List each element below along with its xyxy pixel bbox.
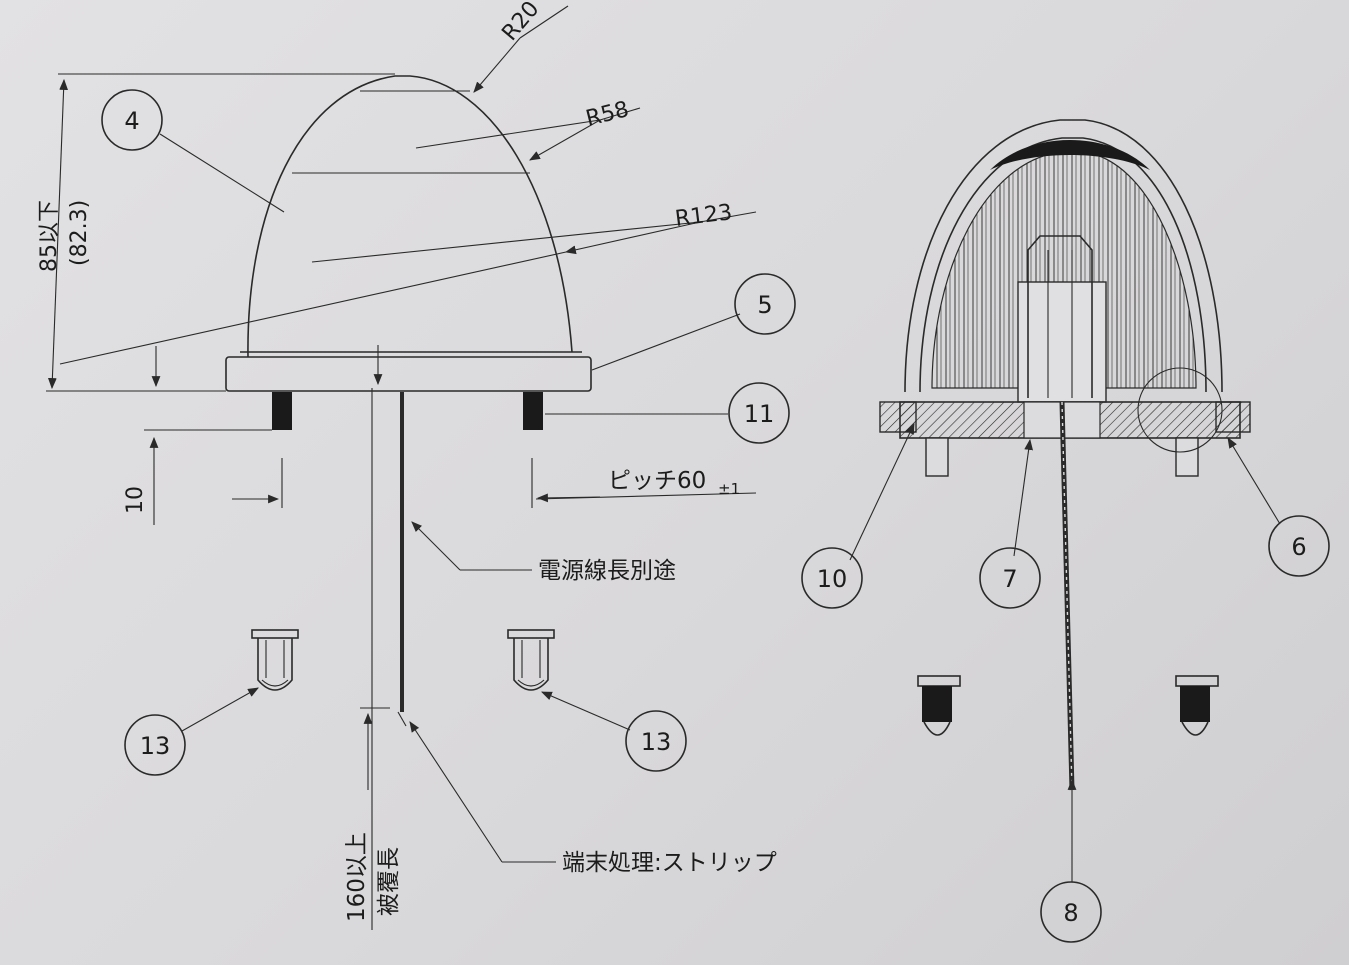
height-max-label: 85以下: [37, 200, 62, 272]
cable-length-note: 電源線長別途: [538, 558, 676, 584]
section-nut-right: [1175, 675, 1219, 736]
svg-text:5: 5: [757, 291, 772, 319]
svg-text:8: 8: [1063, 899, 1078, 927]
svg-text:4: 4: [124, 107, 139, 135]
callout-4: 4: [101, 89, 163, 151]
lamp-section-view: [879, 119, 1251, 791]
svg-text:6: 6: [1291, 533, 1306, 561]
callout-6: 6: [1268, 515, 1330, 577]
radius-r58-label: R58: [583, 97, 631, 132]
cable-length-dimension: [360, 345, 390, 930]
svg-text:10: 10: [817, 565, 848, 593]
radius-leaders: [59, 5, 757, 365]
terminal-strip-note: 端末処理:ストリップ: [562, 850, 777, 876]
callout-leaders: [159, 133, 1281, 882]
svg-text:7: 7: [1002, 565, 1017, 593]
stud-length-dimension: [144, 346, 272, 525]
section-nut-left: [917, 675, 961, 736]
radius-r20-label: R20: [497, 0, 544, 46]
base-flange: [225, 356, 592, 392]
stud-right: [523, 392, 543, 430]
pitch-dimension: [232, 458, 757, 508]
height-dimension: [46, 73, 395, 392]
pitch-tolerance-label: ±1: [718, 480, 740, 498]
radius-r123-label: R123: [674, 200, 734, 232]
svg-text:11: 11: [744, 400, 775, 428]
stud-left: [272, 392, 292, 430]
nut-right: [507, 629, 555, 691]
callout-7: 7: [979, 547, 1041, 609]
svg-text:13: 13: [140, 732, 171, 760]
callout-13-right: 13: [625, 710, 687, 772]
lamp-side-view: [225, 75, 592, 727]
callout-8: 8: [1040, 881, 1102, 943]
cable-min-length-label: 160以上: [344, 832, 370, 922]
callout-13-left: 13: [124, 714, 186, 776]
lens-dome: [247, 75, 573, 358]
callout-10: 10: [801, 547, 863, 609]
callout-5: 5: [734, 273, 796, 335]
pitch-label: ピッチ60: [608, 468, 706, 494]
stud-length-label: 10: [123, 486, 148, 514]
nut-left: [251, 629, 299, 691]
svg-text:13: 13: [641, 728, 672, 756]
callout-11: 11: [728, 382, 790, 444]
height-nominal-label: (82.3): [67, 200, 92, 266]
cable-jacket-label: 被覆長: [376, 847, 402, 916]
